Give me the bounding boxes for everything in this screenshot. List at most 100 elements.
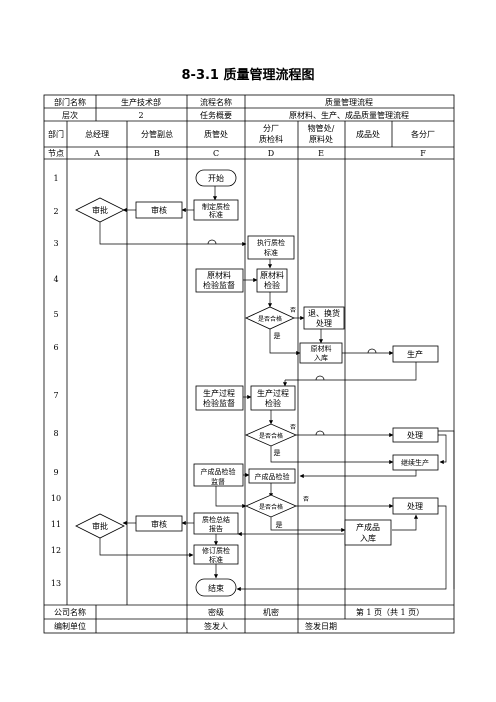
prod-chk-label-1: 生产过程	[257, 388, 289, 398]
prod-chk-box	[250, 385, 296, 411]
row-number: 3	[53, 239, 58, 248]
node-d: D	[268, 149, 274, 158]
review2-box	[135, 515, 183, 532]
approve2-label: 审批	[92, 521, 108, 531]
dept-label: 部门名称	[54, 97, 86, 107]
pass1-diamond	[245, 306, 295, 330]
task-value: 原材料、生产、成品质量管理流程	[289, 110, 409, 120]
level-label: 层次	[62, 110, 78, 120]
unit-label: 编制单位	[54, 621, 86, 631]
prod-sup-label-2: 检验监督	[203, 398, 235, 408]
exec-std-label-2: 标准	[264, 248, 278, 257]
summary-box	[193, 512, 239, 535]
col-dept: 部门	[48, 129, 64, 139]
raw-in-label-2: 入库	[314, 353, 328, 362]
row-number: 11	[51, 520, 61, 529]
end-terminator	[195, 578, 237, 597]
node-c: C	[213, 149, 219, 158]
page-title: 8-3.1 质量管理流程图	[181, 68, 315, 83]
start-label: 开始	[208, 173, 224, 183]
pass1-yes: 是	[274, 332, 281, 340]
fin-sup-box	[193, 463, 244, 487]
secret-value: 机密	[263, 607, 279, 617]
fin-chk-label: 产成品检验	[255, 472, 290, 481]
revise-label-1: 修订质检	[202, 546, 230, 555]
pass2-diamond	[245, 423, 297, 447]
production-label: 生产	[407, 349, 423, 359]
row-number: 13	[51, 579, 61, 588]
row-number: 7	[53, 391, 58, 400]
review1-label: 审核	[151, 205, 167, 215]
row-number: 5	[53, 310, 58, 319]
row-number: 9	[53, 468, 58, 477]
col-d-line2: 质检科	[259, 134, 283, 144]
row-numbers: 1 2 3 4 5 6 7 8 9 10 11 12 13	[51, 174, 61, 588]
page-info: 第 1 页（共 1 页）	[356, 607, 424, 617]
row-number: 1	[53, 174, 58, 183]
review2-label: 审核	[151, 519, 167, 529]
proc-label: 流程名称	[200, 97, 232, 107]
pass1-label: 是否合格	[258, 315, 282, 323]
exec-std-label-1: 执行质检	[257, 238, 285, 247]
production-box	[392, 345, 439, 363]
approve2-diamond	[75, 513, 125, 539]
pass3-no: 否	[303, 496, 309, 503]
row-number: 6	[53, 343, 58, 352]
issuer-label: 签发人	[204, 621, 228, 631]
exec-std-box	[247, 235, 295, 260]
review1-box	[135, 201, 183, 219]
return-box	[303, 306, 345, 330]
col-c: 质管处	[204, 129, 228, 139]
handle2-box	[392, 497, 439, 515]
col-e-line1: 物管处/	[308, 123, 335, 133]
level-value: 2	[138, 111, 143, 120]
fin-in-box	[344, 519, 392, 546]
approve1-diamond	[75, 197, 125, 223]
make-std-label-1: 制定质检	[202, 202, 230, 211]
revise-box	[193, 544, 239, 565]
company-label: 公司名称	[54, 607, 86, 617]
raw-sup-label-1: 原材料	[207, 270, 231, 280]
row-number: 2	[53, 207, 58, 216]
approve1-label: 审批	[92, 205, 108, 215]
continue-label: 继续生产	[401, 458, 429, 467]
handle1-label: 处理	[407, 430, 423, 440]
row-number: 4	[53, 275, 58, 284]
fin-in-label-2: 入库	[360, 533, 376, 543]
node-b: B	[154, 149, 160, 158]
col-e-line2: 原料处	[309, 134, 333, 144]
col-f: 各分厂	[411, 129, 435, 139]
prod-chk-label-2: 检验	[265, 398, 281, 408]
secret-label: 密级	[208, 607, 224, 617]
row-number: 10	[51, 494, 61, 503]
node-a: A	[93, 149, 100, 158]
node-f: F	[420, 149, 426, 158]
prod-sup-box	[195, 385, 244, 411]
col-b: 分管副总	[141, 129, 173, 139]
pass3-yes: 是	[276, 521, 283, 529]
return-label-1: 退、换货	[308, 308, 340, 318]
return-label-2: 处理	[316, 318, 332, 328]
pass2-yes: 是	[274, 449, 281, 457]
task-label: 任务概要	[200, 110, 232, 120]
pass3-label: 是否合格	[259, 503, 283, 511]
table-grid	[43, 94, 455, 634]
raw-chk-label-2: 检验	[264, 280, 280, 290]
make-std-box	[193, 199, 239, 221]
dept-value: 生产技术部	[121, 97, 161, 107]
raw-sup-label-2: 检验监督	[203, 280, 235, 290]
row-number: 8	[53, 429, 58, 438]
col-d-line1: 分厂	[263, 124, 279, 133]
node-e: E	[318, 149, 324, 158]
continue-box	[392, 454, 439, 471]
raw-sup-box	[195, 268, 244, 293]
pass2-label: 是否合格	[259, 432, 283, 440]
node-label: 节点	[48, 149, 64, 158]
pass3-diamond	[245, 494, 297, 518]
shape-labels: 开始 制定质检 标准 审核 审批 执行质检 标准 原材料 检验监督 原材料 检验…	[92, 173, 429, 593]
raw-chk-box	[256, 268, 288, 293]
raw-chk-label-1: 原材料	[260, 270, 284, 280]
connectors	[99, 186, 455, 592]
row-number: 12	[51, 546, 61, 555]
